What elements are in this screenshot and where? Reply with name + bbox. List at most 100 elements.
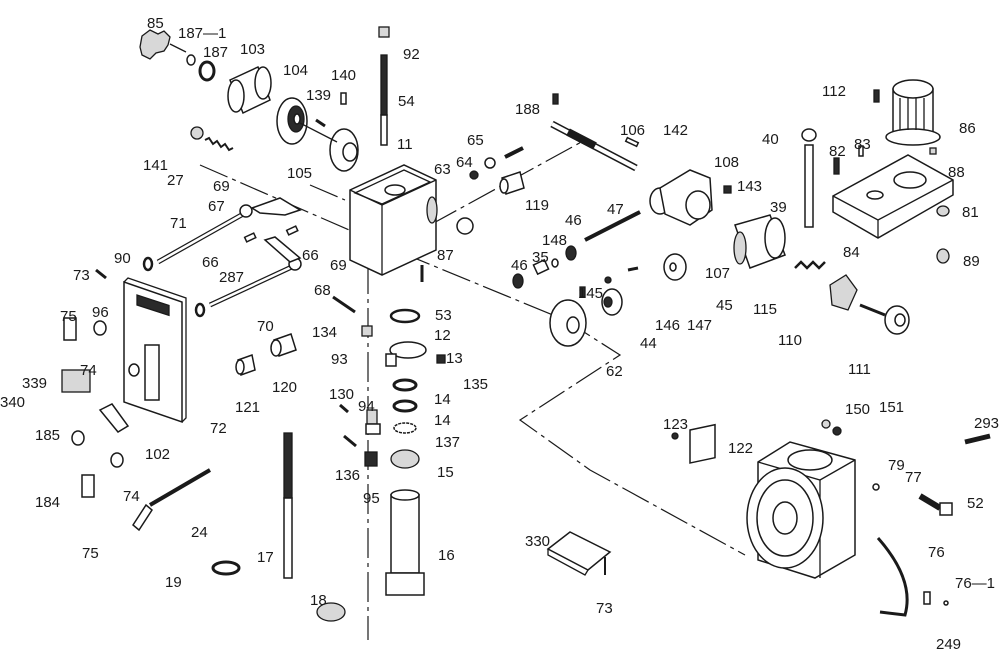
part-151-washer	[832, 426, 842, 436]
part-label-53: 53	[435, 307, 452, 324]
part-label-249: 249	[936, 636, 961, 653]
part-label-69a: 69	[213, 178, 230, 195]
part-label-287: 287	[219, 269, 244, 286]
part-label-45: 45	[716, 297, 733, 314]
part-label-139: 139	[306, 87, 331, 104]
part-label-46b: 46	[511, 257, 528, 274]
part-label-54: 54	[398, 93, 415, 110]
part-67-collar-lever	[239, 197, 302, 218]
part-label-105: 105	[287, 165, 312, 182]
part-46-bearing-b	[512, 273, 524, 289]
part-17-spindle	[283, 432, 293, 579]
part-54-threaded-shaft	[380, 54, 388, 146]
part-label-14a: 14	[434, 391, 451, 408]
part-label-66b: 66	[302, 247, 319, 264]
part-label-142: 142	[663, 122, 688, 139]
part-label-146: 146	[655, 317, 680, 334]
part-47-worm-shaft	[584, 210, 641, 242]
part-13-collar	[385, 341, 427, 367]
part-65-screw	[504, 146, 524, 159]
part-339-switch	[61, 369, 91, 393]
part-label-24: 24	[191, 524, 208, 541]
part-label-107: 107	[705, 265, 730, 282]
part-label-44: 44	[640, 335, 657, 352]
part-140-pin	[340, 92, 347, 105]
part-label-145: 145	[578, 285, 603, 302]
part-24-handle	[132, 468, 212, 532]
part-79-base-casting	[746, 441, 856, 579]
part-label-108: 108	[714, 154, 739, 171]
part-label-89: 89	[963, 253, 980, 270]
part-330-guard	[546, 531, 612, 571]
part-119-sleeve	[499, 171, 525, 195]
part-76-band	[876, 537, 909, 617]
part-label-35: 35	[532, 249, 549, 266]
part-label-74a: 74	[80, 362, 97, 379]
part-90-washer	[142, 256, 154, 272]
part-96-bushing	[93, 320, 107, 336]
part-71-shaft	[156, 210, 247, 265]
part-label-150: 150	[845, 401, 870, 418]
part-label-52: 52	[967, 495, 984, 512]
part-185-washer	[71, 430, 85, 446]
part-62-dial	[549, 299, 587, 347]
part-83-pin	[858, 145, 864, 157]
part-label-40: 40	[762, 131, 779, 148]
part-73-screw-a	[95, 268, 107, 280]
part-label-75a: 75	[60, 308, 77, 325]
part-105-flange	[299, 122, 359, 172]
part-label-68: 68	[314, 282, 331, 299]
part-label-62: 62	[606, 363, 623, 380]
part-122-cover	[689, 423, 716, 464]
part-35-spacer	[532, 258, 550, 276]
part-87-plug	[456, 217, 474, 235]
part-label-72: 72	[210, 420, 227, 437]
part-75-lever-b	[81, 474, 95, 498]
part-label-293: 293	[974, 415, 999, 432]
part-label-92: 92	[403, 46, 420, 63]
part-63-nut	[469, 170, 479, 180]
part-142-key	[624, 136, 640, 148]
part-label-95: 95	[363, 490, 380, 507]
part-66-pin-b	[285, 225, 299, 236]
part-label-340: 340	[0, 394, 25, 411]
part-19-ring	[211, 560, 241, 576]
part-label-27: 27	[167, 172, 184, 189]
part-label-12: 12	[434, 327, 451, 344]
part-label-130: 130	[329, 386, 354, 403]
parts-line-art	[61, 26, 991, 640]
part-102-plate	[98, 403, 130, 433]
part-label-136: 136	[335, 467, 360, 484]
part-label-184: 184	[35, 494, 60, 511]
part-75-lever-a	[63, 317, 77, 341]
part-label-69b: 69	[330, 257, 347, 274]
part-72-panel	[123, 277, 187, 424]
part-label-187-1: 187—1	[178, 25, 226, 42]
part-103-drum	[227, 65, 272, 115]
part-label-15: 15	[437, 464, 454, 481]
part-label-151: 151	[879, 399, 904, 416]
part-label-135: 135	[463, 376, 488, 393]
part-146-ball	[604, 276, 612, 284]
part-label-77: 77	[905, 469, 922, 486]
part-135-nut	[436, 354, 446, 364]
part-label-104: 104	[283, 62, 308, 79]
part-label-120: 120	[272, 379, 297, 396]
part-14-washer-b	[392, 399, 418, 413]
part-81-plug	[936, 205, 950, 217]
part-label-115: 115	[753, 301, 777, 318]
part-label-88: 88	[948, 164, 965, 181]
part-label-112: 112	[822, 83, 846, 100]
part-label-67: 67	[208, 198, 225, 215]
part-187-1-washer	[186, 54, 196, 66]
assembly-line-upper	[309, 184, 346, 201]
part-label-103: 103	[240, 41, 265, 58]
part-143-screw	[723, 185, 732, 194]
part-40-knob	[801, 128, 817, 228]
part-label-82: 82	[829, 143, 846, 160]
part-label-46a: 46	[565, 212, 582, 229]
part-249-screw	[943, 600, 949, 606]
part-139-screw	[315, 118, 326, 128]
